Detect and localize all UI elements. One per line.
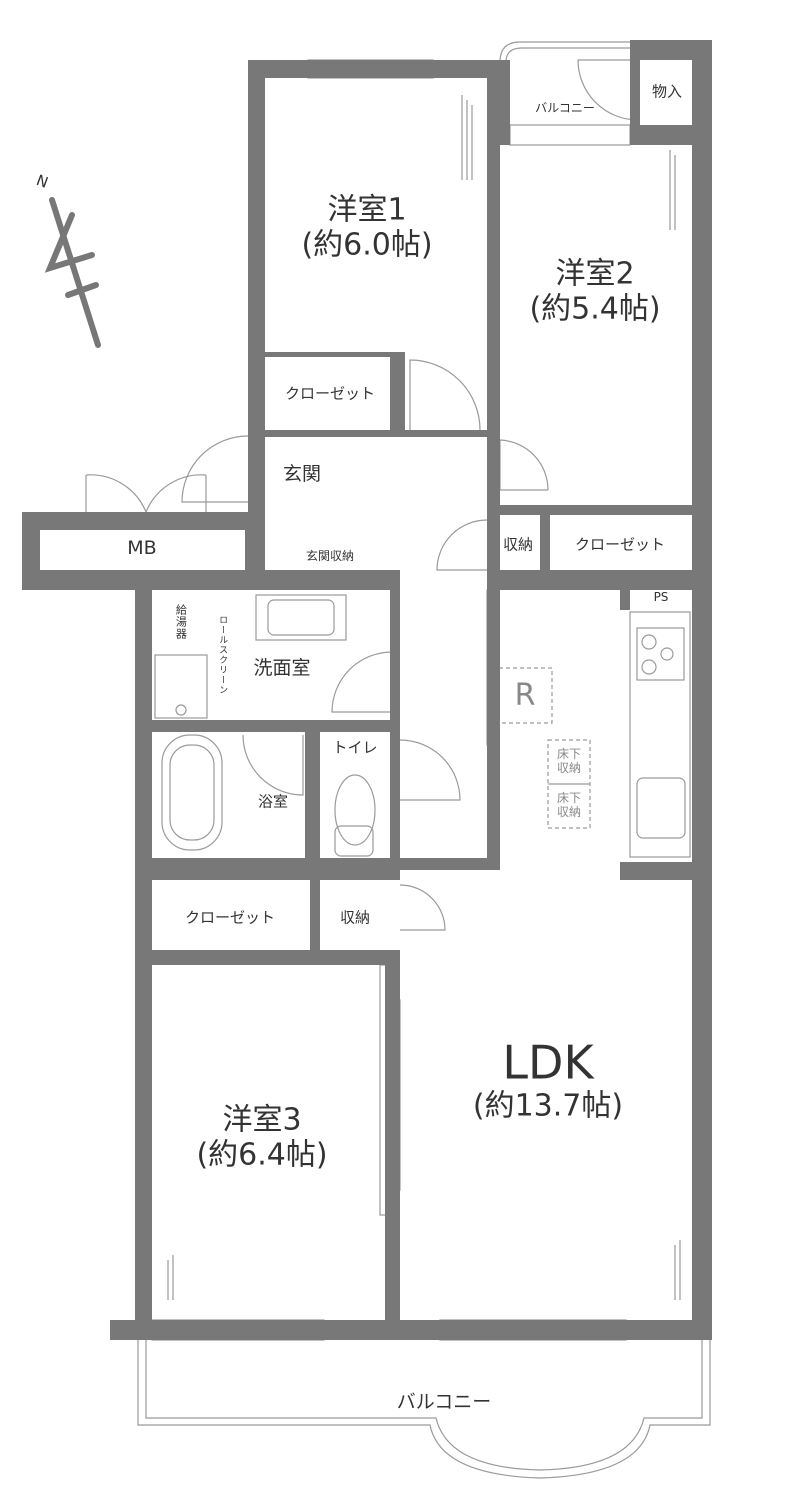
small-balcony-label: バルコニー	[535, 101, 595, 116]
mb-interior	[40, 530, 245, 570]
door-swing	[436, 519, 488, 571]
door-swing	[399, 884, 446, 931]
mb-label: MB	[127, 537, 157, 560]
room-western2: 洋室2 (約5.4帖)	[529, 256, 661, 327]
room-ldk: LDK (約13.7帖)	[473, 1036, 623, 1123]
water-heater-label: 給湯器	[174, 604, 188, 640]
room-western1: 洋室1 (約6.0帖)	[301, 192, 433, 263]
entrance-label: 玄関	[282, 463, 322, 486]
storage-interior	[640, 60, 692, 125]
door-swing	[399, 739, 461, 801]
door-swing	[242, 734, 304, 796]
washroom-label: 洗面室	[253, 657, 311, 680]
room-size: (約13.7帖)	[472, 1088, 624, 1124]
bathroom-label: 浴室	[257, 792, 289, 811]
closet1-label: クローゼット	[284, 384, 376, 403]
underfloor-storage2-label: 床下収納	[556, 791, 581, 819]
door-swing	[577, 59, 638, 121]
storage-top-label: 物入	[651, 82, 683, 101]
door-swing	[409, 359, 481, 431]
closet2-label: クローゼット	[574, 535, 666, 554]
door-swing	[331, 651, 393, 713]
walls	[22, 40, 712, 1340]
door-swing	[499, 439, 549, 491]
balcony-outline	[137, 1340, 711, 1479]
toilet-label: トイレ	[332, 738, 378, 757]
room2-storage-label: 収納	[502, 535, 534, 554]
room-name: 洋室3	[222, 1102, 302, 1138]
main-balcony-label: バルコニー	[396, 1391, 492, 1414]
door-swing	[181, 435, 249, 503]
room-size: (約6.4帖)	[196, 1137, 328, 1172]
ps-label: PS	[653, 590, 669, 605]
closet3-label: クローゼット	[184, 908, 276, 927]
underfloor-storage1-label: 床下収納	[556, 747, 581, 775]
entrance-storage-label: 玄関収納	[305, 549, 355, 564]
ps-interior	[630, 592, 690, 604]
fridge-label: R	[514, 677, 536, 713]
north-arrow-icon	[44, 197, 101, 348]
room-name: LDK	[502, 1035, 594, 1090]
room-western3: 洋室3 (約6.4帖)	[196, 1102, 328, 1173]
room-size: (約6.0帖)	[301, 227, 433, 262]
hall-storage-label: 収納	[339, 908, 371, 927]
room-name: 洋室1	[327, 192, 407, 228]
roll-screen-label: ロールスクリーン	[217, 615, 228, 695]
room-size: (約5.4帖)	[529, 291, 661, 326]
room-name: 洋室2	[555, 256, 635, 292]
window	[509, 124, 631, 146]
